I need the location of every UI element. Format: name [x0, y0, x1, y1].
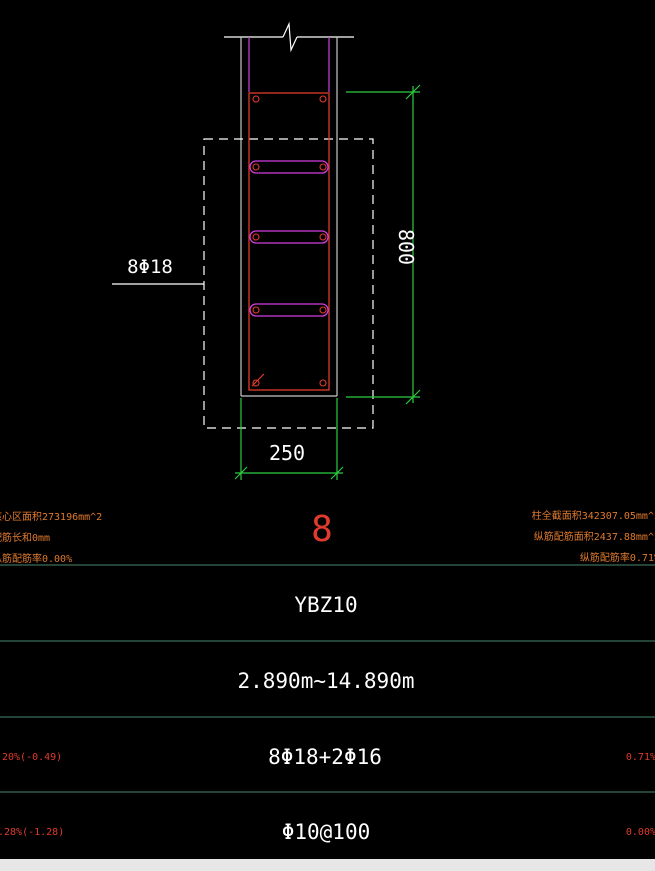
- rebar: [319, 95, 327, 103]
- section-number: 8: [311, 509, 333, 550]
- right-info-line: 纵筋配筋面积2437.88mm^2: [534, 530, 655, 543]
- rebar: [252, 95, 260, 103]
- right-info-line: 柱全截面积342307.05mm^2: [532, 509, 655, 522]
- table-row-name: YBZ10: [294, 593, 357, 617]
- table-row-stirrup: Φ10@100: [282, 820, 371, 844]
- height-dimension: [346, 84, 421, 405]
- break-line: [224, 21, 354, 53]
- tie: [249, 160, 329, 174]
- width-dimension-text: 250: [269, 441, 305, 465]
- rebar: [252, 163, 260, 171]
- table-row-longitudinal-left: 20%(-0.49): [2, 752, 62, 763]
- rebar: [252, 306, 260, 314]
- horizontal-scrollbar[interactable]: [0, 859, 655, 871]
- dashed-boundary: [203, 138, 374, 429]
- left-info: 核心区面积273196mm^2 配筋长和0mm 纵筋配筋率0.00%: [0, 510, 102, 565]
- inner-ties: [249, 160, 329, 317]
- rebar: [319, 379, 327, 387]
- table-row-elevation: 2.890m~14.890m: [237, 669, 414, 693]
- stirrup-hook: [251, 373, 265, 387]
- outer-stirrup: [248, 92, 330, 391]
- table-grid: [0, 564, 655, 793]
- left-info-line: 核心区面积273196mm^2: [0, 510, 102, 523]
- left-info-line: 配筋长和0mm: [0, 531, 50, 544]
- column-outline: [240, 37, 338, 397]
- width-dimension: [234, 398, 344, 480]
- rebar: [252, 379, 260, 387]
- rebar: [252, 233, 260, 241]
- tie: [249, 230, 329, 244]
- height-dimension-text: 800: [394, 229, 418, 265]
- left-info-line: 纵筋配筋率0.00%: [0, 552, 72, 565]
- rebar: [319, 233, 327, 241]
- right-info-line: 纵筋配筋率0.71%: [580, 551, 655, 564]
- table-row-longitudinal-right: 0.71%: [626, 752, 655, 763]
- table-row-stirrup-right: 0.00%: [626, 827, 655, 838]
- rebar-callout: 8Φ18: [127, 256, 173, 278]
- tie: [249, 303, 329, 317]
- table-row-longitudinal: 8Φ18+2Φ16: [268, 745, 382, 769]
- rebar-dots: [252, 95, 327, 387]
- right-info: 柱全截面积342307.05mm^2 纵筋配筋面积2437.88mm^2 纵筋配…: [532, 509, 655, 564]
- table-row-stirrup-left: .28%(-1.28): [0, 827, 64, 838]
- rebar: [319, 163, 327, 171]
- rebar: [319, 306, 327, 314]
- longitudinal-bar-lines: [248, 37, 330, 92]
